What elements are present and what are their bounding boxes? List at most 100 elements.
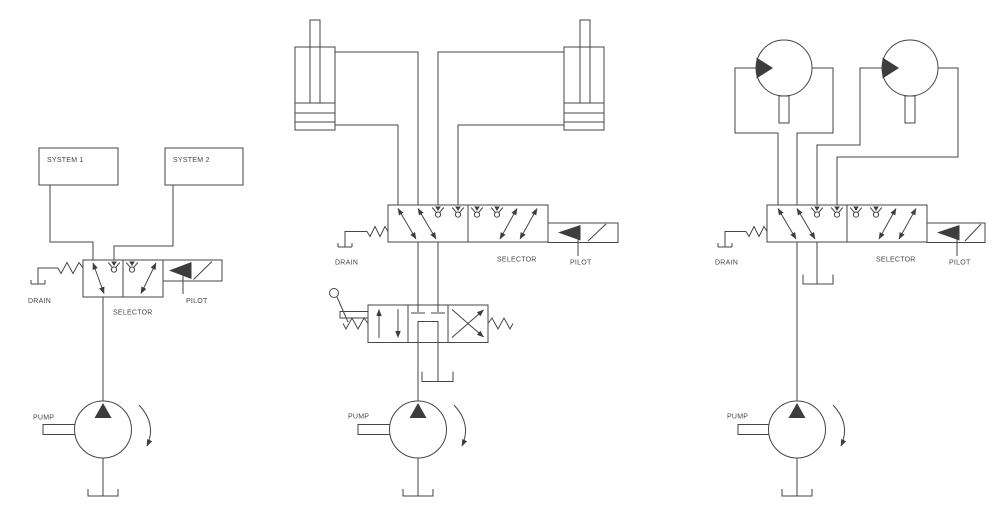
pipe-cylinder-port <box>457 124 564 205</box>
pilot-label: PILOT <box>186 298 208 305</box>
cylinder-selector-circuit: DRAIN SELECTOR PILOT <box>294 19 619 497</box>
pipe-motor-port <box>816 67 882 205</box>
tandem-center-path <box>417 321 439 343</box>
motor-selector-circuit: DRAIN SELECTOR PILOT PUMP <box>715 39 986 497</box>
cylinder-barrel <box>563 46 605 131</box>
system-1-box <box>38 147 119 186</box>
pilot-actuator <box>926 222 986 256</box>
flow-arrow <box>777 208 797 240</box>
lever-icon <box>329 288 369 323</box>
motor-symbol-left <box>755 39 813 124</box>
check-valve-icon <box>470 206 484 218</box>
check-valve-icon <box>869 206 883 218</box>
flow-arrow <box>417 208 437 240</box>
system-2-label: SYSTEM 2 <box>173 157 210 164</box>
motor-symbol-right <box>881 39 939 124</box>
pipe-cylinder-port <box>335 51 419 205</box>
tank-symbol <box>802 274 834 285</box>
pilot-box <box>162 259 223 282</box>
drain-symbol <box>30 267 58 285</box>
cylinder-symbol-left <box>294 19 419 205</box>
pump-label: PUMP <box>348 414 369 421</box>
pump-symbol <box>42 400 153 497</box>
pipe-motor-port <box>734 67 779 205</box>
pipe-motor-port <box>796 67 834 205</box>
drain-label: DRAIN <box>715 260 738 267</box>
spring-icon <box>745 225 768 238</box>
pipe-system1-to-valve <box>49 185 94 260</box>
check-valve-icon <box>810 206 824 218</box>
pump-label: PUMP <box>727 414 748 421</box>
pipe-cylinder-port <box>437 51 564 205</box>
pilot-box <box>547 222 619 243</box>
check-valve-icon <box>107 261 121 273</box>
blocked-ports <box>411 305 445 314</box>
pilot-slash <box>964 223 982 242</box>
motor-flow-triangle <box>756 57 773 79</box>
system-2-box <box>164 147 244 186</box>
spring-icon <box>366 225 389 238</box>
selector-valve <box>766 204 928 243</box>
pump-flow-triangle <box>409 403 427 418</box>
pipe-motor-port <box>836 67 959 205</box>
pilot-actuator <box>547 222 619 256</box>
flow-arrow <box>519 208 538 240</box>
flow-arrow-cross <box>451 309 484 338</box>
pump-flow-triangle <box>94 403 112 418</box>
pilot-label: PILOT <box>949 260 971 267</box>
rotation-arrow-icon <box>832 404 847 447</box>
pilot-slash <box>193 261 213 280</box>
pump-label: PUMP <box>33 415 54 422</box>
flow-arrow <box>140 262 157 294</box>
flow-arrow <box>499 208 518 240</box>
pipe-cylinder-port <box>335 124 399 205</box>
pilot-triangle-icon <box>937 225 960 241</box>
check-valve-icon <box>849 206 863 218</box>
motor-shaft <box>778 95 790 124</box>
pilot-slash <box>587 223 607 242</box>
cylinder-barrel <box>294 46 336 131</box>
pilot-actuator <box>162 259 223 294</box>
selector-label: SELECTOR <box>497 257 537 264</box>
flow-arrow <box>898 208 917 240</box>
check-valve-icon <box>431 206 445 218</box>
pump-shaft <box>357 424 391 435</box>
flow-arrow <box>92 262 105 294</box>
pilot-label: PILOT <box>570 260 592 267</box>
pump-flow-triangle <box>788 403 806 418</box>
check-valve-icon <box>125 261 139 273</box>
selector-valve <box>387 204 549 243</box>
piston <box>564 102 604 123</box>
tank-symbol <box>421 371 454 382</box>
pilot-triangle-icon <box>558 225 581 241</box>
valve-body <box>367 304 489 343</box>
flow-arrow <box>878 208 897 240</box>
rotation-arrow-icon <box>453 404 468 447</box>
check-valve-icon <box>830 206 844 218</box>
piston-rod <box>579 19 591 103</box>
flow-arrow <box>397 208 417 240</box>
dual-system-selector-circuit: SYSTEM 1 SYSTEM 2 DRAIN SELECTOR PILOT <box>28 147 244 497</box>
manual-directional-valve <box>329 288 514 343</box>
tank-symbol <box>402 458 434 497</box>
pilot-triangle-icon <box>169 262 192 279</box>
spring-icon <box>57 261 84 275</box>
pump-shaft <box>42 424 76 435</box>
check-valve-icon <box>451 206 465 218</box>
piston-rod <box>309 19 321 103</box>
rotation-arrow-icon <box>138 404 153 447</box>
system-1-label: SYSTEM 1 <box>47 157 84 164</box>
pilot-box <box>926 222 986 243</box>
pump-shaft <box>737 424 770 435</box>
spring-icon <box>342 316 369 331</box>
pipe-system2-to-valve <box>113 185 174 260</box>
pump-symbol <box>737 400 847 497</box>
cylinder-symbol-right <box>437 19 605 205</box>
motor-flow-triangle <box>882 57 899 79</box>
pump-symbol <box>357 400 468 497</box>
drain-label: DRAIN <box>28 298 51 305</box>
flow-arrow <box>796 208 816 240</box>
motor-shaft <box>904 95 916 124</box>
